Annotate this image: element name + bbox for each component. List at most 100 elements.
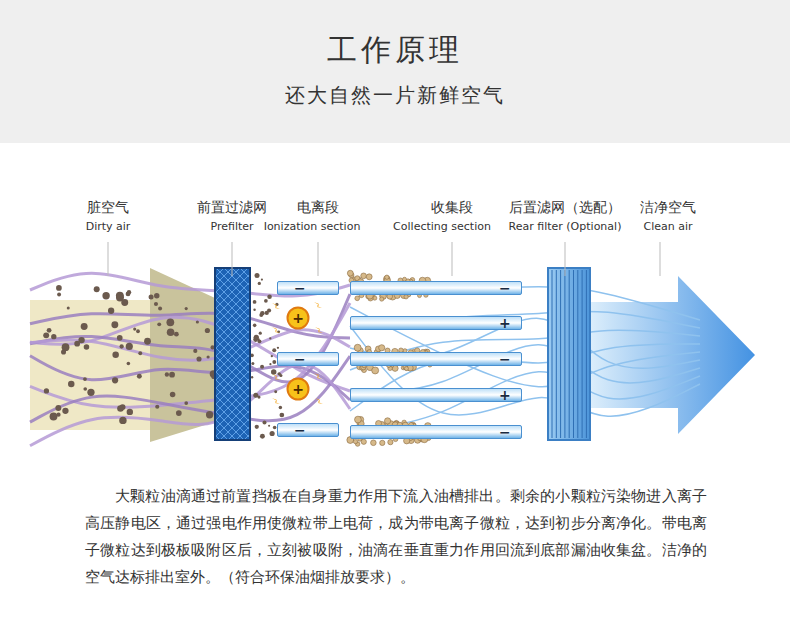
electrode-circle: [288, 379, 309, 400]
leader-line: [108, 242, 109, 276]
ionization-plate: −: [277, 423, 339, 437]
dirt-particle: [62, 408, 68, 414]
ion-spark: [314, 373, 322, 379]
dirt-particle: [84, 344, 90, 350]
dirt-particle: [136, 329, 140, 333]
part-name-en: Ionization section: [264, 220, 361, 233]
fine-particle: [268, 425, 270, 427]
oil-deposit: [355, 416, 362, 423]
fine-particle: [279, 374, 282, 377]
collecting-plate: +: [350, 316, 522, 330]
caption: 大颗粒油滴通过前置挡板在自身重力作用下流入油槽排出。剩余的小颗粒污染物进入离子高…: [85, 483, 707, 591]
polarity-sign: +: [499, 317, 511, 329]
dirt-particle: [144, 338, 151, 345]
dirt-particle: [43, 332, 49, 338]
subtitle: 还大自然一片新鲜空气: [285, 82, 505, 109]
dirt-particle: [112, 351, 119, 358]
dirt-particle: [137, 374, 142, 379]
dirt-particle: [174, 332, 179, 337]
fine-particle: [255, 425, 259, 429]
polarity-sign: +: [292, 383, 304, 395]
fine-particle: [269, 337, 271, 339]
dirt-particle: [87, 389, 94, 396]
oil-deposit: [388, 440, 393, 445]
dirt-particle: [57, 293, 61, 297]
dirt-particle: [207, 355, 210, 358]
fine-particle: [267, 308, 271, 312]
ion-spark: [272, 327, 280, 333]
fine-particle: [259, 332, 262, 335]
collecting-plate: +: [350, 388, 522, 402]
leader-line: [232, 242, 233, 276]
filter-pleat: [556, 270, 557, 438]
filter-pleat: [552, 270, 553, 438]
fine-particle: [267, 294, 272, 299]
dirt-particle: [184, 401, 188, 405]
oil-deposit: [347, 270, 353, 276]
part-name-en: Clean air: [643, 220, 692, 233]
dirt-particle: [119, 417, 126, 424]
part-name: 脏空气: [87, 199, 129, 217]
polarity-sign: −: [294, 424, 306, 436]
leader-line: [565, 242, 566, 276]
dirt-particle: [44, 388, 49, 393]
dirt-particle: [155, 405, 159, 409]
part-name: 后置滤网（选配）: [509, 199, 621, 217]
fine-particle: [271, 355, 273, 357]
dirt-particle: [166, 318, 174, 326]
polarity-sign: −: [294, 353, 306, 365]
part-name-en: Rear filter (Optional): [509, 220, 622, 233]
leader-line: [452, 242, 453, 276]
filter-pleat: [560, 270, 561, 438]
oil-deposit: [361, 273, 367, 279]
filter-pleat: [573, 270, 574, 438]
oil-deposit: [404, 367, 408, 371]
dirt-particle: [196, 320, 199, 323]
dirt-particle: [94, 286, 100, 292]
ionizer-electrode: +: [286, 377, 310, 401]
ion-spark: [272, 398, 280, 404]
part-name: 前置过滤网: [197, 199, 267, 217]
fine-particle: [273, 426, 277, 430]
title: 工作原理: [327, 30, 463, 71]
ion-spark: [314, 302, 322, 308]
part-name: 电离段: [297, 199, 339, 217]
dirt-particle: [111, 321, 118, 328]
oil-deposit: [385, 275, 389, 279]
filter-pleat: [564, 270, 565, 438]
dirt-particle: [56, 413, 60, 417]
fine-particle: [270, 431, 275, 436]
dirt-particle: [127, 409, 133, 415]
dirt-particle: [154, 302, 158, 306]
fine-particle: [251, 376, 253, 378]
dirty-air-stream: [30, 303, 350, 407]
dirt-particle: [50, 413, 58, 421]
dirt-particle: [176, 410, 182, 416]
fine-particle: [274, 390, 277, 393]
fine-particle: [258, 282, 261, 285]
clean-air-stream: [350, 326, 700, 416]
dirt-particle: [102, 292, 109, 299]
collecting-plate: −: [350, 281, 522, 295]
dirt-particle: [83, 387, 87, 391]
fine-particle: [277, 347, 279, 349]
ion-spark: [315, 398, 323, 404]
dirt-particle: [55, 405, 61, 411]
dirt-particle: [157, 322, 161, 326]
dirt-particle: [158, 307, 162, 311]
part-name: 收集段: [431, 199, 473, 217]
fine-particle: [277, 330, 280, 333]
fine-particle: [253, 308, 255, 310]
oil-deposit: [384, 418, 390, 424]
fine-particle: [254, 335, 259, 340]
clean-air-stream: [350, 330, 700, 370]
fine-particle: [255, 273, 260, 278]
oil-deposit: [366, 274, 372, 280]
ion-spark: [315, 327, 323, 333]
dirty-air-stream: [30, 273, 350, 296]
part-name-en: Prefilter: [210, 220, 253, 233]
fine-particle: [262, 421, 266, 425]
part-name-en: Collecting section: [393, 220, 491, 233]
prefilter: [215, 268, 250, 440]
clean-air-stream: [350, 372, 700, 430]
